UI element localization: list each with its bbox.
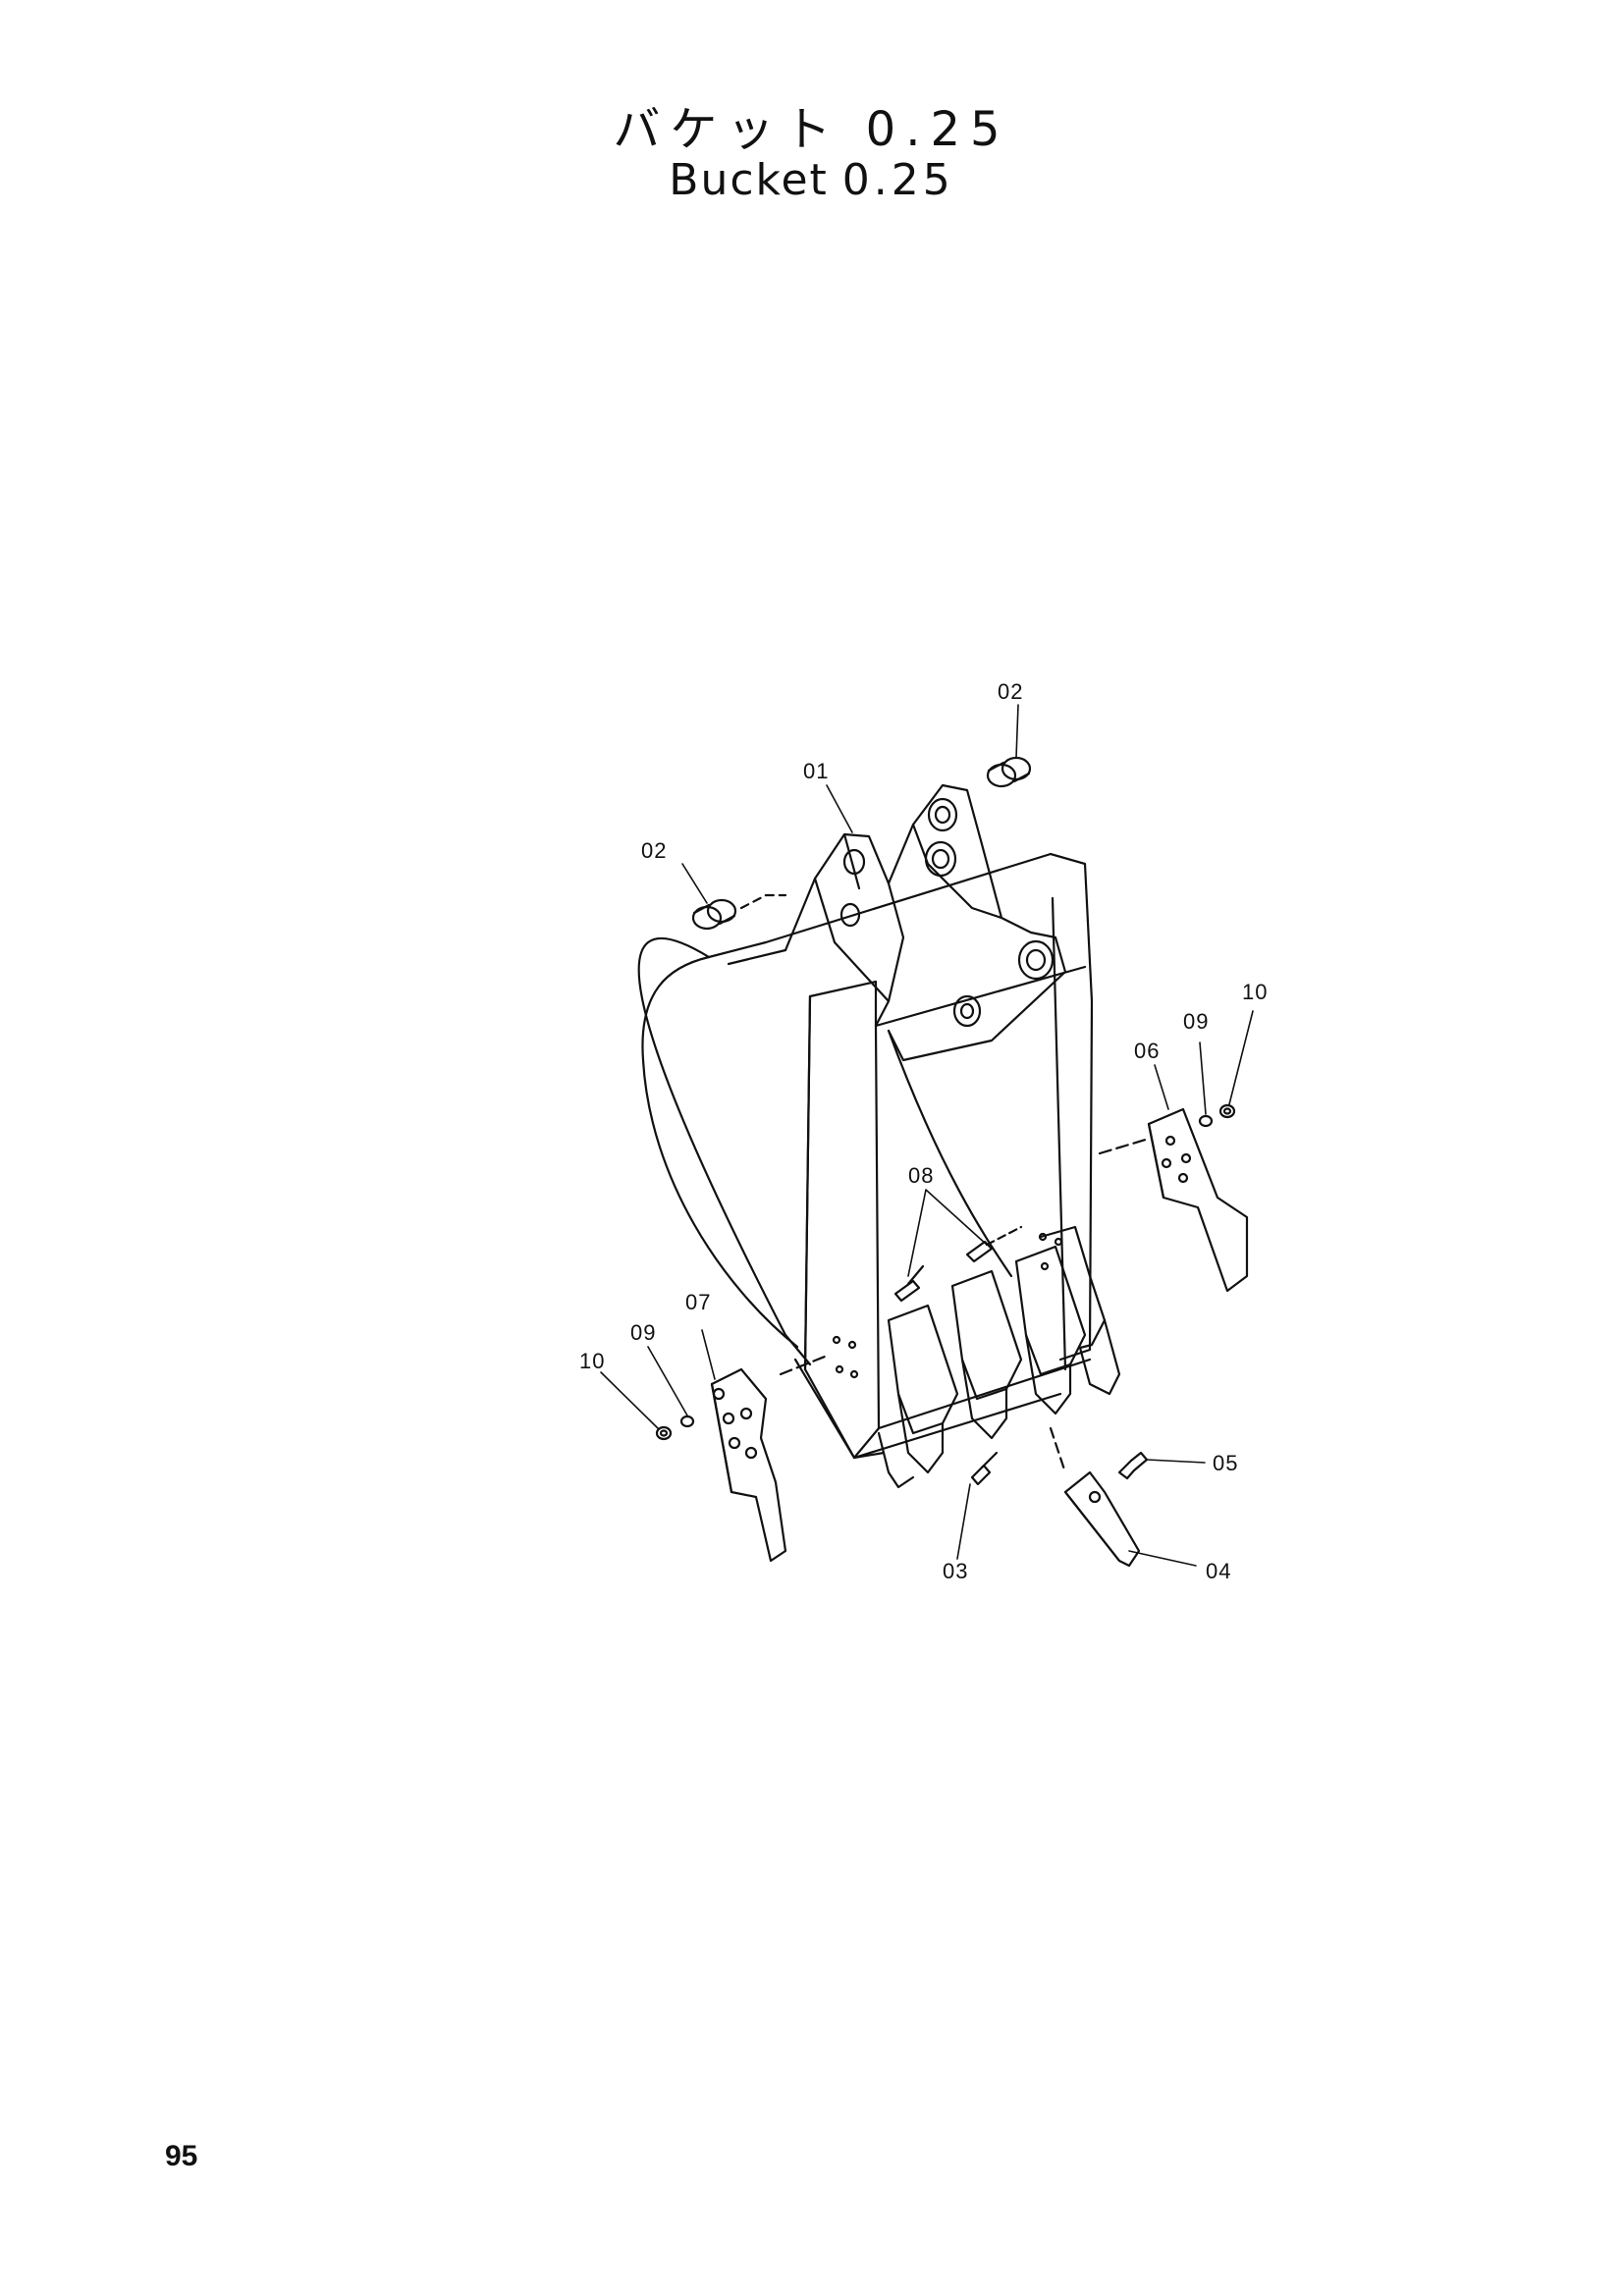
bolt-part bbox=[893, 1225, 1023, 1303]
tooth-adapters bbox=[877, 1225, 1121, 1489]
callout-04: 04 bbox=[1206, 1559, 1231, 1583]
pin-part bbox=[970, 1451, 999, 1486]
page-number: 95 bbox=[165, 2140, 198, 2172]
callout-05: 05 bbox=[1213, 1451, 1238, 1475]
callout-09-left: 09 bbox=[630, 1320, 656, 1345]
title-word: Bucket bbox=[669, 155, 829, 205]
tooth-point-part bbox=[1049, 1426, 1141, 1568]
washer-nut-left-part bbox=[655, 1415, 695, 1441]
callout-06: 06 bbox=[1134, 1039, 1160, 1063]
leader-lines bbox=[600, 704, 1254, 1567]
washer-nut-right-part bbox=[1198, 1103, 1236, 1128]
title-size: 0.25 bbox=[841, 155, 954, 205]
callout-09-right: 09 bbox=[1183, 1009, 1209, 1034]
callout-02-left: 02 bbox=[641, 838, 667, 863]
callout-02-right: 02 bbox=[998, 679, 1023, 704]
callout-08: 08 bbox=[908, 1163, 934, 1188]
lock-pin-part bbox=[1117, 1451, 1149, 1480]
callout-10-left: 10 bbox=[579, 1349, 605, 1373]
side-cutter-left-part bbox=[710, 1353, 832, 1563]
bushing-part-right bbox=[986, 756, 1032, 788]
callout-07: 07 bbox=[685, 1290, 711, 1314]
callout-10-right: 10 bbox=[1242, 980, 1268, 1004]
page-title-japanese: バケット 0.25 bbox=[613, 102, 1010, 157]
bushing-part-left bbox=[691, 893, 787, 931]
bucket-shell-part bbox=[637, 783, 1094, 1460]
callout-03: 03 bbox=[943, 1559, 968, 1583]
side-cutter-right-part bbox=[1098, 1107, 1249, 1293]
callout-01: 01 bbox=[803, 759, 829, 783]
